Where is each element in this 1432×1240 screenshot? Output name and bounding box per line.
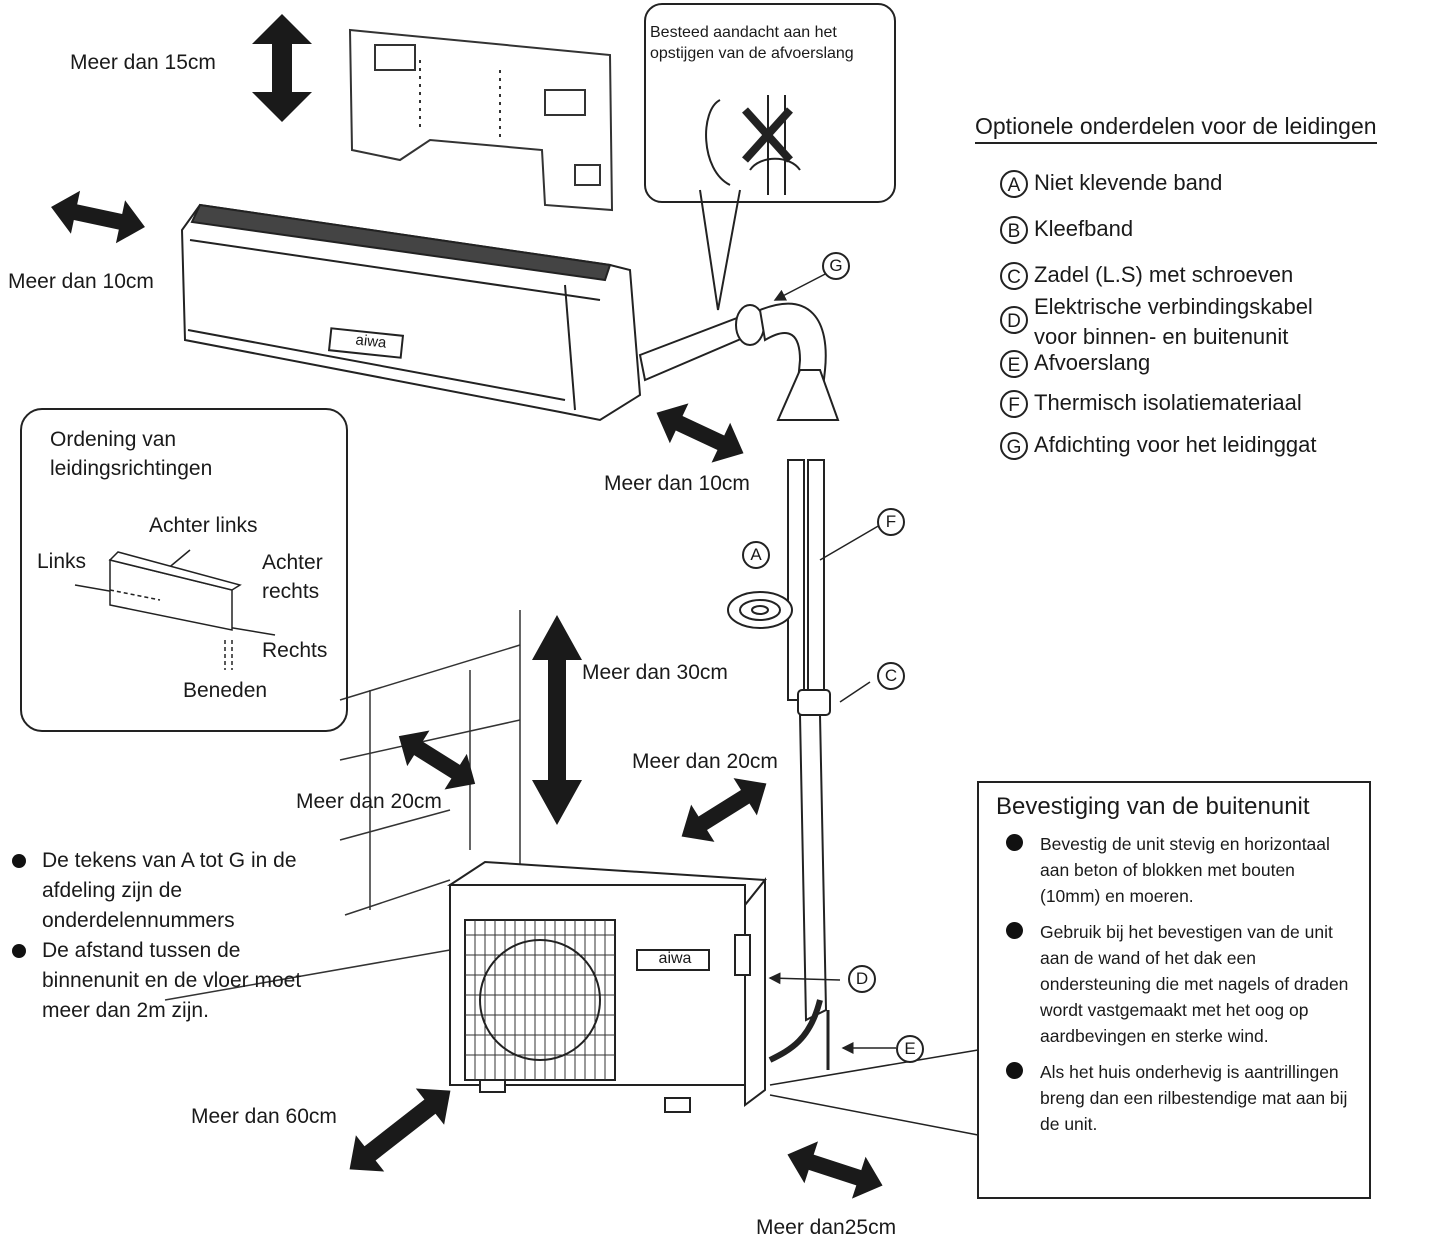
part-letter: D — [1000, 306, 1028, 334]
part-letter: E — [1000, 350, 1028, 379]
fixing-item: Gebruik bij het bevestigen van de unit a… — [1004, 919, 1360, 1049]
ordening-achter-rechts: Achter rechts — [262, 551, 323, 603]
wall-lines — [164, 610, 521, 1001]
clearance-outdoor-right-label: Meer dan 20cm — [632, 750, 778, 773]
drain-callout-drawing — [705, 95, 801, 195]
pipe-direction-box — [20, 408, 348, 732]
outdoor-brand-logo: aiwa — [658, 950, 692, 967]
clearance-outdoor-back-label: Meer dan25cm — [756, 1216, 897, 1239]
clearance-indoor-right-label: Meer dan 10cm — [604, 472, 750, 495]
note-item: De tekens van A tot G in de afdeling zij… — [10, 846, 330, 936]
marker-d: D — [848, 965, 876, 993]
part-letter: C — [1000, 262, 1028, 291]
arrow-outdoor-left — [398, 730, 476, 790]
indoor-unit — [180, 203, 642, 422]
outdoor-fixing-title: Bevestiging van de buitenunit — [996, 793, 1310, 820]
part-letter: G — [1000, 432, 1028, 461]
part-label: Thermisch isolatiemateriaal — [1034, 390, 1302, 415]
marker-f: F — [877, 508, 905, 536]
clearance-outdoor-left-label: Meer dan 20cm — [296, 790, 442, 813]
clearance-arrows — [51, 14, 883, 1199]
ordening-achter-links: Achter links — [149, 514, 258, 537]
fixing-item: Bevestig de unit stevig en horizontaal a… — [1004, 831, 1360, 909]
ordening-beneden: Beneden — [183, 679, 268, 702]
ordening-title: Ordening van leidingsrichtingen — [50, 428, 213, 480]
part-label: Afdichting voor het leidinggat — [1034, 432, 1317, 457]
arrow-outdoor-right — [681, 778, 767, 842]
arrow-outdoor-back — [787, 1141, 883, 1199]
leader-lines — [768, 269, 979, 1136]
drain-callout-text: Besteed aandacht aan het opstijgen van d… — [650, 24, 854, 62]
clearance-outdoor-top-label: Meer dan 30cm — [582, 661, 728, 684]
clearance-top-label: Meer dan 15cm — [70, 51, 216, 74]
arrow-indoor-right — [656, 403, 744, 463]
part-item: DElektrische verbindingskabel voor binne… — [1000, 292, 1352, 352]
marker-a: A — [742, 541, 770, 569]
ordening-links: Links — [37, 550, 87, 573]
part-letter: A — [1000, 170, 1028, 199]
part-label: Afvoerslang — [1034, 350, 1151, 375]
parts-title: Optionele onderdelen voor de leidingen — [975, 113, 1377, 144]
callout-pointer — [699, 189, 741, 311]
part-label: Kleefband — [1034, 216, 1134, 241]
part-label: Niet klevende band — [1034, 170, 1223, 195]
arrow-outdoor-front — [349, 1088, 451, 1172]
mounting-plate — [348, 28, 614, 212]
ordening-rechts: Rechts — [262, 639, 328, 662]
arrow-top — [252, 14, 312, 122]
part-label: Elektrische verbindingskabel voor binnen… — [1034, 294, 1313, 349]
outdoor-fixing-list: Bevestig de unit stevig en horizontaal a… — [1004, 831, 1360, 1147]
tape-roll — [727, 591, 793, 629]
notes-list: De tekens van A tot G in de afdeling zij… — [10, 846, 330, 1026]
part-letter: B — [1000, 216, 1028, 245]
outdoor-fixing-box — [977, 781, 1371, 1199]
part-letter: F — [1000, 390, 1028, 419]
arrow-outdoor-top — [532, 615, 582, 825]
outdoor-unit — [446, 860, 767, 1113]
drain-callout-box — [644, 3, 896, 203]
fixing-item: Als het huis onderhevig is aantrillingen… — [1004, 1059, 1360, 1137]
piping — [638, 302, 840, 1070]
note-item: De afstand tussen de binnenunit en de vl… — [10, 936, 330, 1026]
arrow-indoor-left — [51, 190, 145, 244]
marker-c: C — [877, 662, 905, 690]
clearance-outdoor-front-label: Meer dan 60cm — [191, 1105, 337, 1128]
marker-e: E — [896, 1035, 924, 1063]
marker-g: G — [822, 252, 850, 280]
part-label: Zadel (L.S) met schroeven — [1034, 262, 1294, 287]
pipe-direction-diagram — [74, 549, 276, 670]
clearance-indoor-left-label: Meer dan 10cm — [8, 270, 154, 293]
